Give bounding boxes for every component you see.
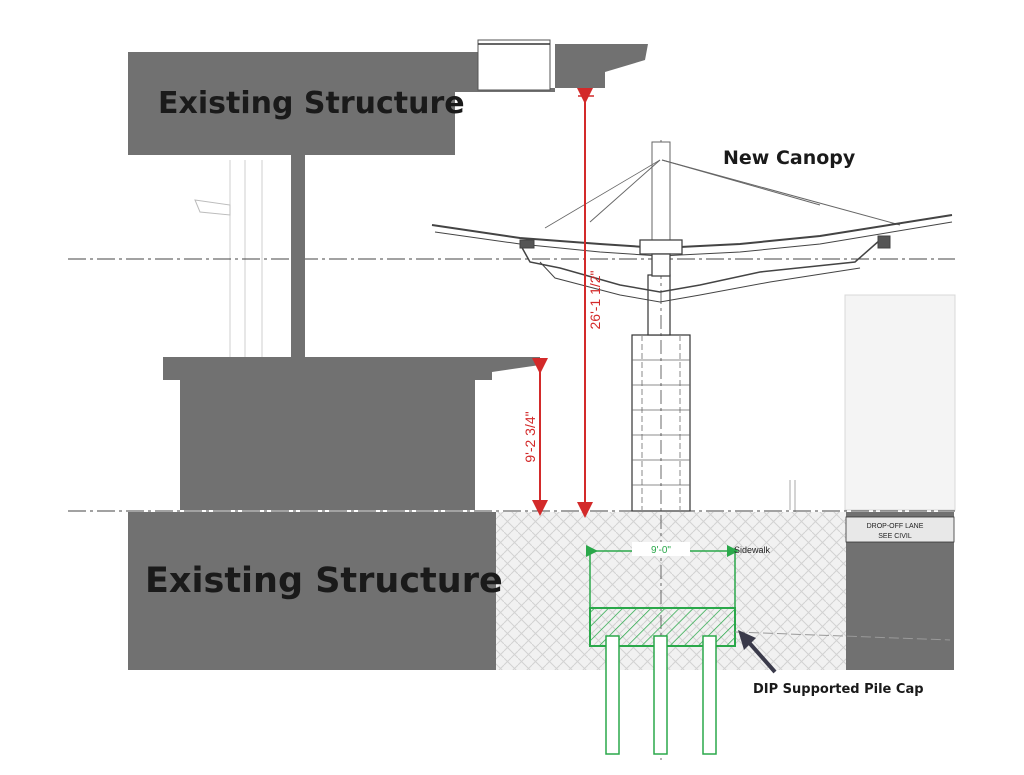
reference-lines: [68, 258, 955, 512]
lower-clearance-label: 9'-2 3/4": [522, 411, 538, 462]
see-civil-label: SEE CIVIL: [878, 533, 912, 540]
existing-structure-lower-label: Existing Structure: [145, 561, 503, 601]
canopy-mast: [544, 141, 901, 243]
existing-structure-upper: [128, 44, 648, 357]
sidewalk-label: Sidewalk: [734, 545, 771, 555]
pile-cap-label: DIP Supported Pile Cap: [753, 682, 924, 697]
existing-structure-upper-label: Existing Structure: [158, 86, 465, 121]
existing-structure-middle: [163, 357, 540, 510]
existing-structure-lower: [128, 512, 496, 670]
drop-off-lane-tag: [845, 516, 955, 543]
pile-center: [653, 635, 668, 755]
roof-opening: [477, 39, 551, 91]
pile-cap-callout-arrow: [738, 630, 777, 674]
pile-cap-assembly: 9'-0": [586, 542, 951, 755]
background-linework: [194, 160, 956, 575]
pile-cap-width-label: 9'-0": [651, 545, 671, 556]
new-canopy-label: New Canopy: [723, 147, 856, 169]
dimension-canopy-height: 26'-1 1/2": [577, 88, 603, 518]
dimension-lower-clearance: 9'-2 3/4": [522, 358, 548, 516]
drop-off-lane-label: DROP-OFF LANE: [867, 523, 924, 530]
canopy-wings: [431, 214, 953, 303]
canopy-column: [631, 140, 691, 760]
pile-right: [702, 635, 717, 755]
pile-left: [605, 635, 620, 755]
canopy-height-label: 26'-1 1/2": [587, 270, 603, 329]
